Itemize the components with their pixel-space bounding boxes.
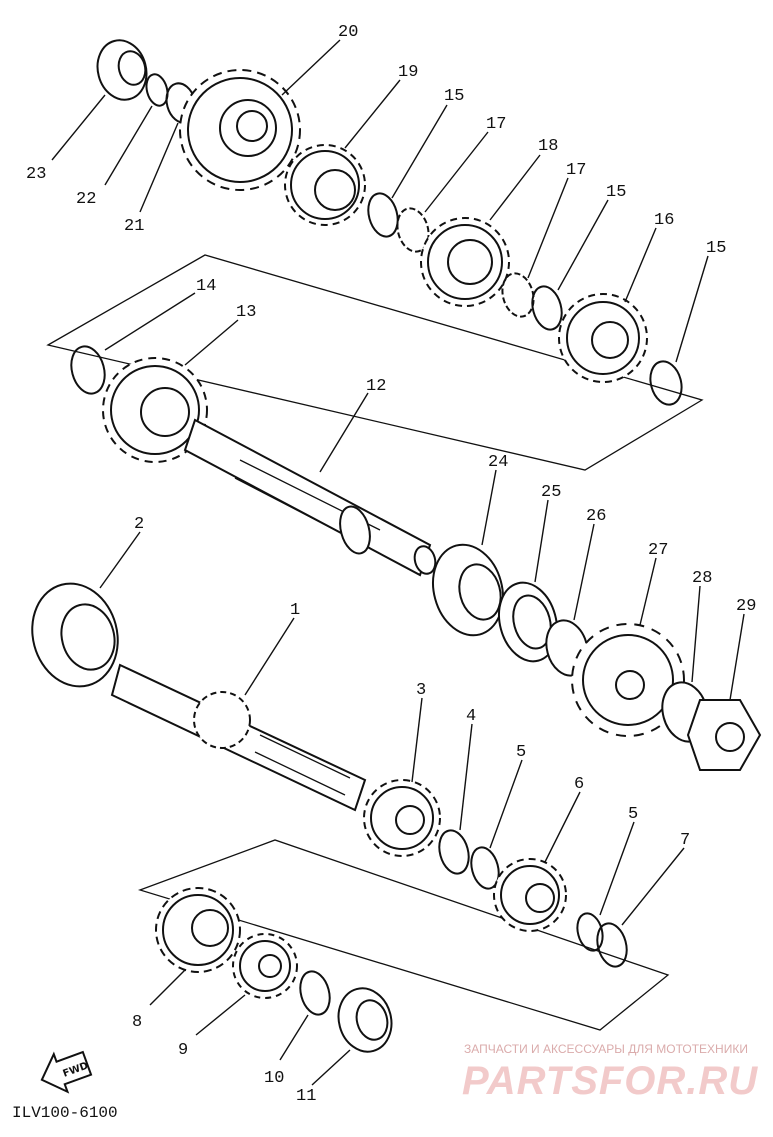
washer-10: [299, 970, 331, 1016]
callout-12: 12: [366, 377, 386, 396]
callout-13: 13: [236, 303, 256, 322]
gear-19: [284, 144, 366, 226]
washer-7: [596, 922, 628, 968]
callout-7: 7: [680, 831, 690, 850]
callout-3: 3: [416, 681, 426, 700]
sprocket-27: [571, 623, 685, 737]
circlip-22: [145, 73, 169, 107]
gear-9: [232, 933, 298, 999]
washer-17a: [396, 207, 430, 253]
callout-25: 25: [541, 483, 561, 502]
callout-24: 24: [488, 453, 508, 472]
callout-22: 22: [76, 190, 96, 209]
lower-assembly-frame: [137, 839, 670, 1031]
callout-19: 19: [398, 63, 418, 82]
fwd-arrow-badge: FWD: [40, 1050, 93, 1094]
circlip-15c: [649, 360, 683, 406]
callout-23: 23: [26, 165, 46, 184]
callout-4: 4: [466, 707, 476, 726]
callout-5: 5: [628, 805, 638, 824]
callout-14: 14: [196, 277, 216, 296]
callout-8: 8: [132, 1013, 142, 1032]
circlip-15a: [367, 192, 399, 238]
washer-14: [70, 345, 106, 395]
seal-25: [498, 581, 558, 663]
callout-6: 6: [574, 775, 584, 794]
axle-1: [110, 663, 367, 812]
gear-3: [363, 779, 441, 857]
callout-2: 2: [134, 515, 144, 534]
gear-18: [420, 217, 510, 307]
washer-17b: [501, 272, 535, 318]
callout-15: 15: [444, 87, 464, 106]
callout-9: 9: [178, 1041, 188, 1060]
circlip-15b: [531, 285, 563, 331]
shaft-12: [183, 418, 437, 577]
callout-21: 21: [124, 217, 144, 236]
callout-27: 27: [648, 541, 668, 560]
callout-15: 15: [706, 239, 726, 258]
callout-26: 26: [586, 507, 606, 526]
gear-13: [102, 357, 208, 463]
watermark-brand: PARTSFOR.RU: [462, 1059, 758, 1103]
bearing-24: [432, 543, 504, 637]
gear-6: [493, 858, 567, 932]
callout-17: 17: [566, 161, 586, 180]
leader-lines: [51, 39, 745, 1086]
washer-4: [438, 829, 470, 875]
watermark-subtitle: ЗАПЧАСТИ И АКСЕССУАРЫ ДЛЯ МОТОТЕХНИКИ: [464, 1042, 748, 1056]
callout-29: 29: [736, 597, 756, 616]
callout-11: 11: [296, 1087, 316, 1106]
gear-16: [558, 293, 648, 383]
callout-28: 28: [692, 569, 712, 588]
circlip-5a: [470, 846, 500, 890]
callout-10: 10: [264, 1069, 284, 1088]
circlip-5b: [576, 912, 604, 952]
callout-20: 20: [338, 23, 358, 42]
gear-20: [179, 69, 301, 191]
callout-labels: 20 19 15 17 18 17 15 16 15 23 22 21 14 1…: [26, 23, 756, 1106]
nut-29: [686, 699, 762, 771]
diagram-code: ILV100-6100: [12, 1104, 118, 1122]
callout-18: 18: [538, 137, 558, 156]
bearing-23: [96, 39, 148, 101]
upper-assembly-frame: [46, 254, 704, 471]
callout-15: 15: [606, 183, 626, 202]
callout-5: 5: [516, 743, 526, 762]
bearing-2: [31, 582, 119, 688]
callout-1: 1: [290, 601, 300, 620]
callout-17: 17: [486, 115, 506, 134]
bushing-11: [337, 987, 393, 1053]
gear-8: [155, 887, 241, 973]
callout-16: 16: [654, 211, 674, 230]
watermark: ЗАПЧАСТИ И АКСЕССУАРЫ ДЛЯ МОТОТЕХНИКИ PA…: [462, 1042, 758, 1103]
